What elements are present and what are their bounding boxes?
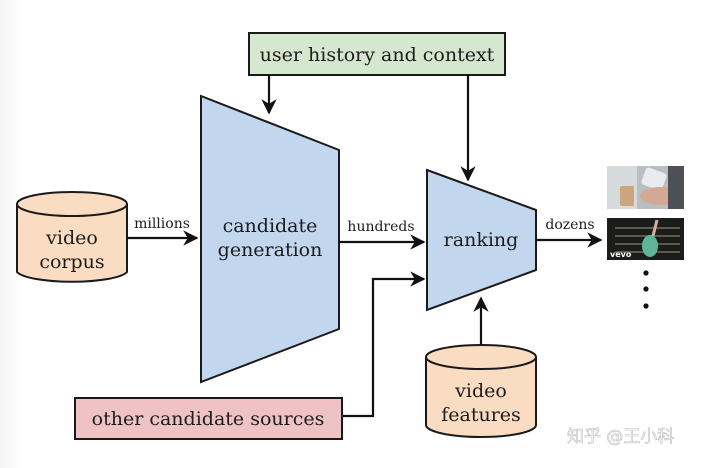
video-features-label-line2: features — [441, 404, 521, 426]
watermark: 知乎 @王小科 — [567, 427, 674, 447]
ranking-trapezoid — [426, 168, 537, 312]
video-corpus-label-line1: video — [45, 227, 98, 249]
candidate-generation-label-line1: candidate — [223, 215, 318, 237]
user-history-box — [248, 32, 506, 76]
video-corpus-label-line2: corpus — [39, 251, 104, 273]
dozens-label: dozens — [545, 217, 594, 233]
ellipsis-dot — [643, 270, 649, 276]
video-features-node: video features — [425, 344, 537, 438]
video-corpus-cylinder-body — [16, 204, 128, 283]
video-corpus-cylinder-top — [16, 191, 128, 217]
other-candidate-sources-label: other candidate sources — [92, 408, 325, 430]
candidate-generation-node: candidate generation — [200, 94, 340, 384]
other-candidate-sources-box — [74, 397, 343, 440]
dancer — [642, 235, 658, 257]
video-features-cylinder-top — [425, 344, 537, 370]
arrow-other-sources-to-ranking — [342, 271, 426, 418]
other-candidate-sources-node: other candidate sources — [74, 397, 343, 440]
ellipsis-dot — [643, 303, 649, 309]
ellipsis-dot — [643, 286, 649, 292]
vevo-logo: vevo — [610, 250, 632, 259]
ranking-label: ranking — [444, 229, 519, 251]
millions-label: millions — [134, 216, 190, 232]
hundreds-label: hundreds — [347, 219, 414, 235]
video-features-label-line1: video — [454, 380, 507, 402]
phone-and-coffee-thumbnail — [607, 166, 684, 209]
ranking-node: ranking — [426, 168, 537, 312]
coffee-cup — [620, 186, 634, 206]
user-history-node: user history and context — [248, 32, 506, 76]
candidate-generation-trapezoid — [200, 94, 340, 384]
candidate-generation-label-line2: generation — [218, 239, 323, 261]
user-history-label: user history and context — [260, 44, 495, 66]
phone — [641, 167, 667, 191]
vevo-music-video-thumbnail: vevo — [607, 218, 684, 260]
result-thumbnails: vevo — [607, 166, 684, 309]
video-features-cylinder-body — [425, 357, 537, 438]
video-corpus-node: video corpus — [16, 191, 128, 283]
